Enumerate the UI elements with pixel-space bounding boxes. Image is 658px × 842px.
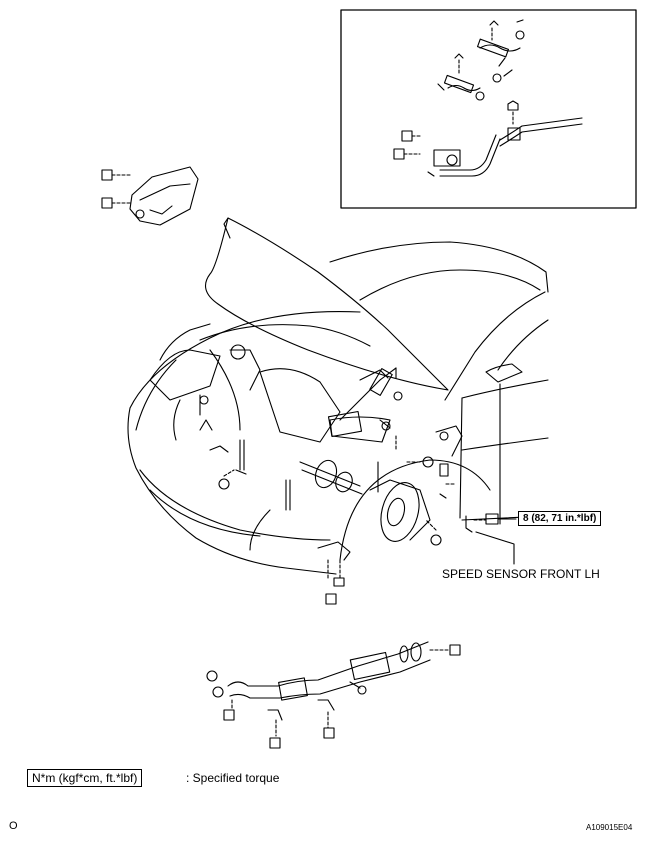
drive-shaft-and-linkage <box>218 367 463 551</box>
exhaust-front-pipe <box>206 641 461 749</box>
lower-bracket <box>317 541 351 605</box>
figure-id: A109015E04 <box>586 823 633 832</box>
speed-sensor-label: SPEED SENSOR FRONT LH <box>442 567 600 581</box>
inset-parts <box>393 19 583 177</box>
torque-legend-unit-box: N*m (kgf*cm, ft.*lbf) <box>27 769 143 787</box>
inset-frame <box>340 9 637 209</box>
torque-spec-callout: 8 (82, 71 in.*lbf) <box>518 511 602 526</box>
engine-under-cover <box>101 166 199 226</box>
vehicle-body <box>127 217 549 575</box>
torque-legend-description: : Specified torque <box>186 771 280 785</box>
footer-left-mark: O <box>9 820 18 832</box>
speed-sensor-front-lh <box>465 513 517 565</box>
